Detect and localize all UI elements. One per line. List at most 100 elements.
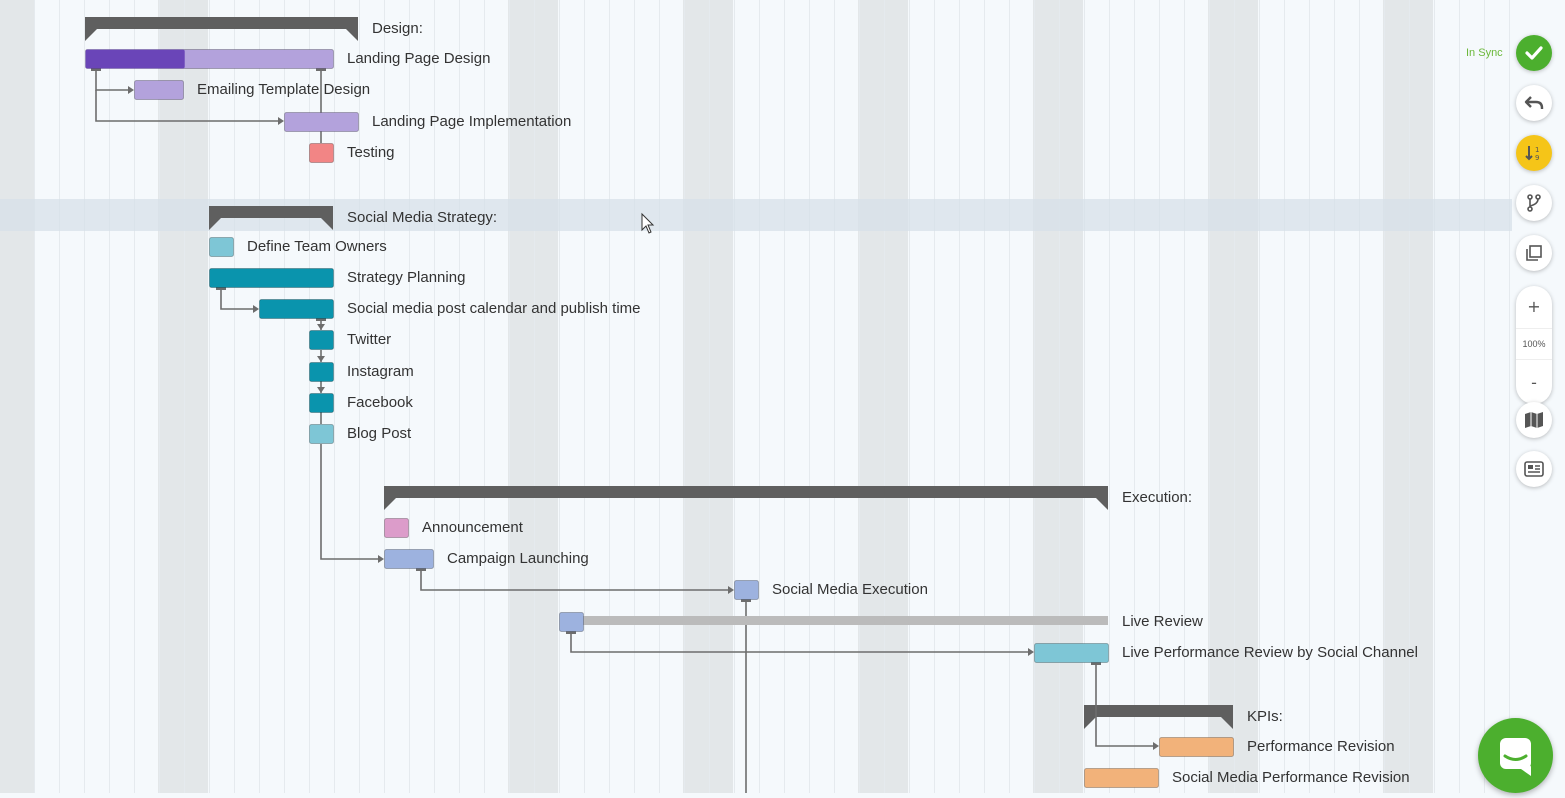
task-label-social-media-execution[interactable]: Social Media Execution — [772, 581, 928, 598]
task-label-emailing-template-design[interactable]: Emailing Template Design — [197, 81, 371, 98]
group-bar-execution[interactable] — [384, 486, 1108, 510]
dependency-line — [570, 632, 1030, 653]
task-bar-campaign-launching[interactable] — [384, 549, 434, 569]
group-label-kpis[interactable]: KPIs: — [1247, 708, 1283, 725]
weekend-stripe — [858, 0, 908, 793]
undo-icon — [1524, 96, 1544, 109]
branch-icon — [1527, 194, 1541, 212]
group-bar-design[interactable] — [85, 17, 358, 41]
task-label-live-performance-review[interactable]: Live Performance Review by Social Channe… — [1122, 644, 1418, 661]
dependency-arrow — [317, 356, 325, 362]
task-label-landing-page-implementation[interactable]: Landing Page Implementation — [372, 113, 572, 130]
task-bars[interactable] — [85, 49, 1234, 788]
zoom-in-button[interactable]: + — [1527, 296, 1541, 316]
task-bar-live-performance-review[interactable] — [1034, 643, 1109, 663]
dependency-arrow — [128, 86, 134, 94]
news-icon — [1524, 461, 1544, 477]
weekend-stripe — [158, 0, 208, 793]
dependency-arrow — [253, 305, 259, 313]
task-label-landing-page-design[interactable]: Landing Page Design — [347, 50, 491, 67]
copy-icon — [1526, 245, 1542, 261]
task-bar-testing[interactable] — [309, 143, 334, 163]
weekend-stripe — [1033, 0, 1083, 793]
task-bar-facebook[interactable] — [309, 393, 334, 413]
check-icon — [1525, 46, 1543, 60]
weekend-stripe — [0, 0, 34, 793]
map-icon — [1525, 412, 1543, 428]
task-bar-social-media-performance-revision[interactable] — [1084, 768, 1159, 788]
group-label-social-media-strategy[interactable]: Social Media Strategy: — [347, 209, 498, 226]
task-label-social-media-post-calendar[interactable]: Social media post calendar and publish t… — [347, 300, 641, 317]
task-bar-landing-page-implementation[interactable] — [284, 112, 359, 132]
weekend-stripes — [0, 0, 1433, 793]
task-label-twitter[interactable]: Twitter — [347, 331, 392, 348]
branch-button[interactable] — [1516, 185, 1552, 221]
group-label-execution[interactable]: Execution: — [1122, 489, 1193, 506]
task-bar-twitter[interactable] — [309, 330, 334, 350]
task-label-campaign-launching[interactable]: Campaign Launching — [447, 550, 589, 567]
weekend-stripe — [1208, 0, 1258, 793]
task-bar-emailing-template-design[interactable] — [134, 80, 184, 100]
zoom-level: 100% — [1516, 328, 1552, 360]
dependency-arrow — [378, 555, 384, 563]
sync-check-button[interactable] — [1516, 35, 1552, 71]
task-label-blog-post[interactable]: Blog Post — [347, 425, 412, 442]
task-bar-announcement[interactable] — [384, 518, 409, 538]
dependency-arrow — [317, 324, 325, 330]
chat-button[interactable] — [1478, 718, 1553, 793]
task-range-live-review[interactable] — [583, 616, 1108, 625]
dependency-connectors — [91, 68, 1159, 793]
task-label-facebook[interactable]: Facebook — [347, 394, 413, 411]
zoom-panel: + 100% - — [1516, 286, 1552, 404]
group-bars — [85, 17, 1233, 729]
dependency-arrow — [1028, 648, 1034, 656]
group-bar-social-media-strategy[interactable] — [209, 206, 333, 230]
dependency-line — [95, 90, 280, 122]
task-progress-landing-page-design — [85, 49, 185, 69]
weekend-stripe — [683, 0, 733, 793]
zoom-out-button[interactable]: - — [1531, 372, 1537, 392]
task-label-announcement[interactable]: Announcement — [422, 519, 523, 536]
task-bar-social-media-post-calendar[interactable] — [259, 299, 334, 319]
news-button[interactable] — [1516, 451, 1552, 487]
map-button[interactable] — [1516, 402, 1552, 438]
mouse-cursor-icon — [641, 212, 655, 234]
task-bar-strategy-planning[interactable] — [209, 268, 334, 288]
task-bar-performance-revision[interactable] — [1159, 737, 1234, 757]
group-bar-kpis[interactable] — [1084, 705, 1233, 729]
weekend-stripe — [1383, 0, 1433, 793]
sort-icon: 19 — [1525, 146, 1539, 162]
copy-button[interactable] — [1516, 235, 1552, 271]
undo-button[interactable] — [1516, 85, 1552, 121]
dependency-line — [320, 444, 380, 560]
group-label-design[interactable]: Design: — [372, 20, 423, 37]
svg-text:1: 1 — [1535, 146, 1539, 154]
dependency-line — [95, 69, 130, 91]
task-label-live-review[interactable]: Live Review — [1122, 613, 1203, 630]
dependency-arrow — [278, 117, 284, 125]
dependency-arrow — [728, 586, 734, 594]
task-bar-live-review[interactable] — [559, 612, 584, 632]
task-label-testing[interactable]: Testing — [347, 144, 395, 161]
task-label-strategy-planning[interactable]: Strategy Planning — [347, 269, 466, 286]
dependency-line — [1095, 663, 1155, 747]
dependency-line — [220, 288, 255, 310]
task-label-define-team-owners[interactable]: Define Team Owners — [247, 238, 387, 255]
dependency-line — [420, 569, 730, 591]
task-bar-social-media-execution[interactable] — [734, 580, 759, 600]
sync-status: In Sync — [1466, 47, 1503, 59]
svg-text:9: 9 — [1535, 154, 1539, 162]
task-label-performance-revision[interactable]: Performance Revision — [1247, 738, 1395, 755]
task-bar-instagram[interactable] — [309, 362, 334, 382]
gridlines — [34, 0, 1510, 793]
dependency-arrow — [1153, 742, 1159, 750]
task-label-social-media-performance-revision[interactable]: Social Media Performance Revision — [1172, 769, 1410, 786]
task-bar-blog-post[interactable] — [309, 424, 334, 444]
chat-icon — [1500, 738, 1531, 776]
task-label-instagram[interactable]: Instagram — [347, 363, 414, 380]
task-bar-define-team-owners[interactable] — [209, 237, 234, 257]
weekend-stripe — [508, 0, 558, 793]
dependency-arrow — [317, 387, 325, 393]
